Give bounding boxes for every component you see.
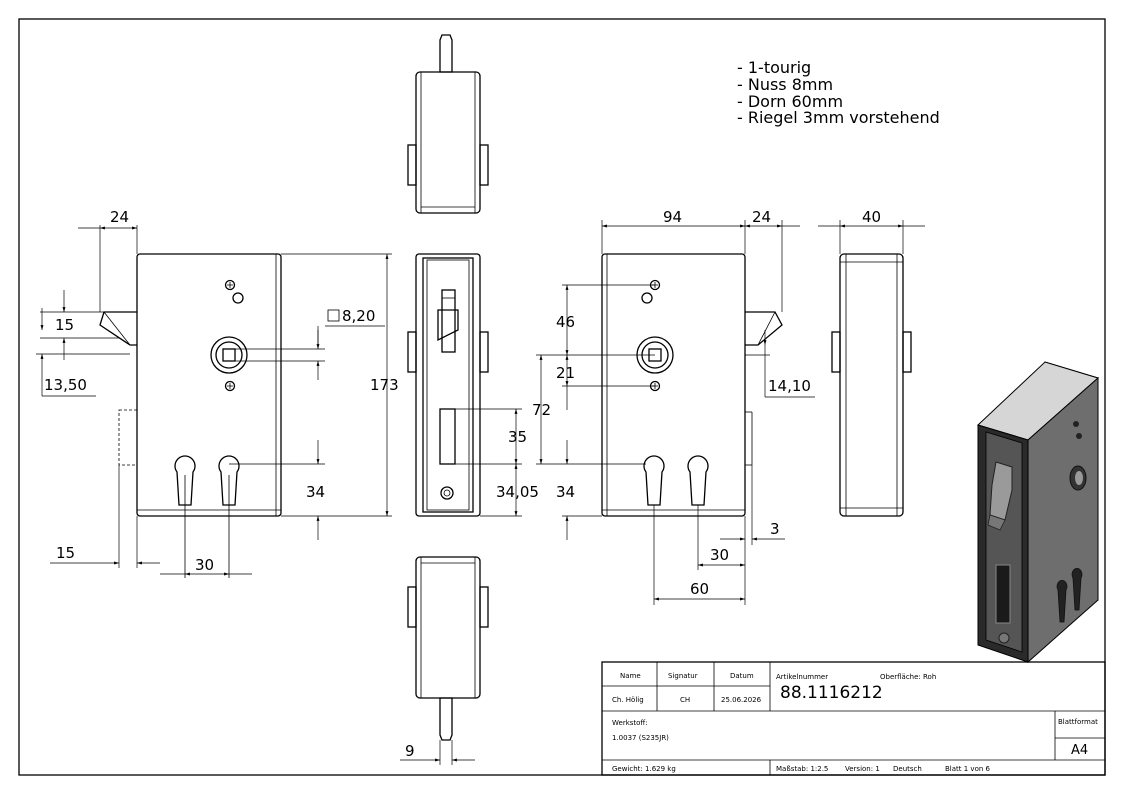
tb-werkstoff: 1.0037 (S235JR) xyxy=(612,734,669,742)
title-block: Name Signatur Datum Ch. Hölig CH 25.06.2… xyxy=(601,661,1106,776)
tb-name: Ch. Hölig xyxy=(612,696,644,704)
dim-right-40: 40 xyxy=(862,208,881,226)
note-2: - Nuss 8mm xyxy=(737,75,833,94)
dim-right-46: 46 xyxy=(556,313,575,331)
tb-oberflaeche: Oberfläche: Roh xyxy=(880,673,936,681)
dim-right-14-10: 14,10 xyxy=(768,377,811,395)
tb-header-datum: Datum xyxy=(730,672,754,680)
dim-right-72: 72 xyxy=(532,401,551,419)
bottom-view: 9 xyxy=(400,556,489,765)
dim-left-34: 34 xyxy=(306,483,325,501)
notes: - 1-tourig - Nuss 8mm - Dorn 60mm - Rieg… xyxy=(737,58,940,127)
note-4: - Riegel 3mm vorstehend xyxy=(737,108,940,127)
tb-header-signatur: Signatur xyxy=(668,672,698,680)
dim-right-94: 94 xyxy=(663,208,682,226)
tb-signatur: CH xyxy=(680,696,690,704)
dim-left-24: 24 xyxy=(110,208,129,226)
tb-sprache: Deutsch xyxy=(893,765,922,773)
dim-right-3: 3 xyxy=(770,520,780,538)
middle-side-view xyxy=(407,253,522,517)
dim-left-bottom-15: 15 xyxy=(56,544,75,562)
middle-dimensions: 35 34,05 xyxy=(480,409,539,517)
right-dimensions: 94 24 40 46 21 72 34 14,10 xyxy=(532,208,925,605)
left-front-view xyxy=(99,253,282,578)
dim-left-173: 173 xyxy=(370,376,399,394)
dim-mid-9: 9 xyxy=(405,742,415,760)
dim-mid-35: 35 xyxy=(508,428,527,446)
left-dimensions: 24 15 13,50 8,20 173 34 15 xyxy=(36,208,399,576)
right-front-view xyxy=(601,253,783,517)
dim-right-30: 30 xyxy=(710,546,729,564)
dim-right-21: 21 xyxy=(556,364,575,382)
tb-artikelnummer: 88.1116212 xyxy=(780,683,883,703)
dim-left-bottom-30: 30 xyxy=(195,556,214,574)
dim-right-34: 34 xyxy=(556,483,575,501)
tb-blattformat-label: Blattformat xyxy=(1058,718,1098,726)
dim-mid-34-05: 34,05 xyxy=(496,483,539,501)
tb-massstab: Maßstab: 1:2.5 xyxy=(776,765,828,773)
isometric-view xyxy=(977,361,1100,664)
dim-right-60: 60 xyxy=(690,580,709,598)
dim-right-24: 24 xyxy=(752,208,771,226)
top-view xyxy=(407,34,489,214)
note-3: - Dorn 60mm xyxy=(737,92,843,111)
dim-left-13-50: 13,50 xyxy=(44,376,87,394)
tb-werkstoff-label: Werkstoff: xyxy=(612,719,648,727)
tb-blatt: Blatt 1 von 6 xyxy=(945,765,991,773)
dim-left-15: 15 xyxy=(55,316,74,334)
note-1: - 1-tourig xyxy=(737,58,811,77)
dim-left-square: 8,20 xyxy=(342,307,375,325)
sheet-border xyxy=(18,18,1106,776)
tb-gewicht: Gewicht: 1.629 kg xyxy=(612,765,676,773)
tb-version: Version: 1 xyxy=(845,765,880,773)
tb-header-name: Name xyxy=(620,672,641,680)
far-right-side-view xyxy=(831,253,912,517)
tb-blattformat: A4 xyxy=(1071,743,1088,758)
tb-artikel-label: Artikelnummer xyxy=(776,673,828,681)
tb-datum: 25.06.2026 xyxy=(721,696,762,704)
